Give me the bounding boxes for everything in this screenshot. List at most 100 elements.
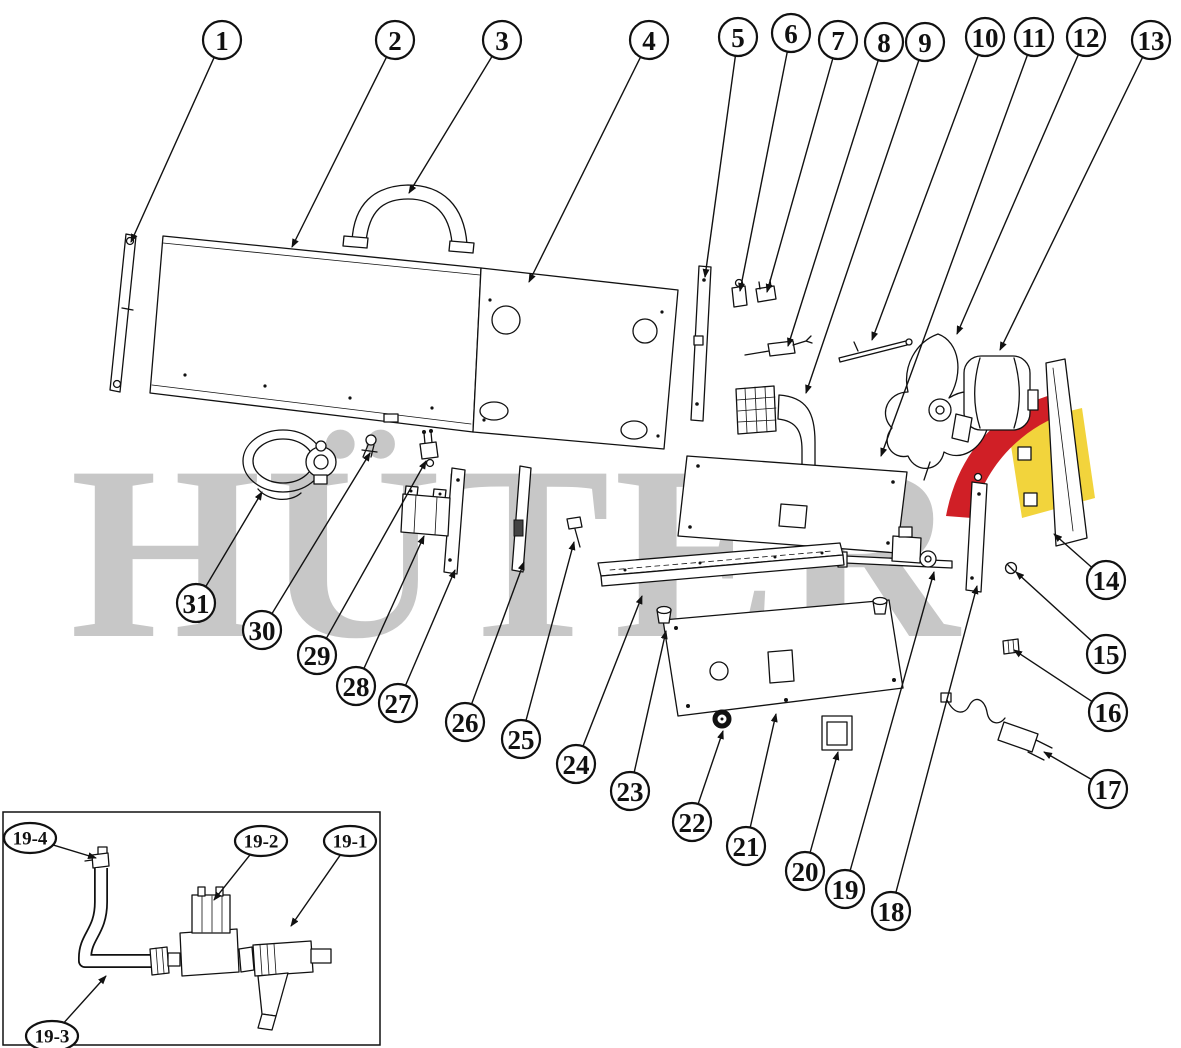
part-7-bracket-small (755, 279, 777, 303)
part-2-housing-panel (149, 235, 482, 433)
callout-bubble (555, 743, 597, 785)
callout-number: 19-3 (35, 1027, 70, 1048)
callout-bubble (233, 824, 289, 858)
callout-bubble (863, 21, 905, 63)
inset-part-19-2-solenoid-valve (179, 886, 240, 977)
callout-number: 31 (183, 589, 210, 619)
part-31-gas-hose (242, 429, 337, 500)
part-29-terminal (419, 429, 439, 468)
callout-number: 7 (831, 26, 845, 56)
callout-number: 19-4 (13, 829, 48, 850)
part-28-mounting-bracket (400, 485, 451, 537)
callout-number: 3 (495, 26, 509, 56)
part-3-handle (342, 184, 475, 254)
part-10-thermocouple-rod (838, 338, 913, 363)
inset-part-coupling-nut (149, 946, 181, 976)
callout-bubble (1130, 19, 1172, 61)
callout-bubble (964, 16, 1006, 58)
callout-number: 10 (972, 23, 999, 53)
callout-number: 1 (215, 26, 229, 56)
callout-number: 22 (679, 808, 706, 838)
inset-box (2, 811, 381, 1046)
callout-25: 25 (500, 541, 576, 760)
callout-24: 24 (555, 595, 643, 785)
callout-1: 1 (130, 19, 243, 243)
callout-10: 10 (871, 16, 1006, 341)
callout-bubble (817, 19, 859, 61)
part-26-strip (511, 465, 532, 573)
callout-bubble (481, 19, 523, 61)
callout-29: 29 (296, 460, 427, 676)
callout-8: 8 (787, 21, 905, 347)
part-23-rubber-caps (656, 596, 888, 624)
callout-number: 29 (304, 641, 331, 671)
callout-number: 19 (832, 875, 859, 905)
callout-number: 21 (733, 832, 760, 862)
inset-callout-19-3: 19-3 (24, 975, 107, 1048)
part-13-motor (951, 355, 1039, 443)
callout-number: 23 (617, 777, 644, 807)
callout-14: 14 (1053, 533, 1127, 601)
inset-part-19-3-hose (78, 868, 152, 968)
callout-bubble (1065, 16, 1107, 58)
callout-bubble (1087, 768, 1129, 810)
callout-number: 6 (784, 19, 798, 49)
callout-bubble (725, 825, 767, 867)
callout-bubble (824, 868, 866, 910)
callout-number: 13 (1138, 26, 1165, 56)
part-22-grommet (712, 709, 732, 729)
callout-number: 26 (452, 708, 479, 738)
callout-11: 11 (880, 16, 1055, 457)
callout-2: 2 (291, 19, 416, 248)
part-4-housing-panel-right (472, 267, 679, 450)
inset-callout-19-4: 19-4 (2, 821, 97, 860)
callout-bubble (24, 1019, 80, 1048)
callout-number: 14 (1093, 566, 1120, 596)
inset-callout-19-1: 19-1 (290, 824, 378, 927)
callout-number: 19-1 (333, 832, 368, 853)
callout-12: 12 (956, 16, 1107, 335)
callout-22: 22 (671, 730, 724, 843)
parts-layer (2, 184, 1088, 1046)
inset-callout-19-2: 19-2 (213, 824, 289, 901)
part-17-power-cord (940, 692, 1053, 761)
callout-23: 23 (609, 630, 668, 812)
callout-bubble (335, 665, 377, 707)
part-25-bolt (566, 516, 583, 548)
inset-part-19-1-regulator (252, 940, 332, 1031)
callout-number: 28 (343, 672, 370, 702)
callout-number: 24 (563, 750, 590, 780)
callout-21: 21 (725, 713, 778, 867)
callout-3: 3 (408, 19, 523, 194)
callout-bubble (374, 19, 416, 61)
callout-6: 6 (738, 12, 812, 292)
callout-bubble (1013, 16, 1055, 58)
callout-13: 13 (999, 19, 1172, 351)
callout-28: 28 (335, 535, 425, 707)
part-11-chamber-panel (677, 455, 908, 554)
callout-number: 8 (877, 28, 891, 58)
part-24-rail-bracket (597, 542, 845, 587)
callout-bubble (770, 12, 812, 54)
callout-27: 27 (377, 569, 456, 724)
callout-bubble (1087, 691, 1129, 733)
callout-bubble (717, 16, 759, 58)
callout-4: 4 (528, 19, 670, 283)
part-15-screw (1004, 561, 1018, 575)
callout-bubble (377, 682, 419, 724)
callout-number: 2 (388, 26, 402, 56)
callout-30: 30 (241, 452, 371, 651)
callout-9: 9 (805, 21, 946, 394)
callout-number: 17 (1095, 775, 1122, 805)
callout-bubble (904, 21, 946, 63)
callout-number: 16 (1095, 698, 1122, 728)
callout-7: 7 (765, 19, 859, 293)
callout-5: 5 (702, 16, 759, 278)
callout-bubble (671, 801, 713, 843)
callout-bubble (609, 770, 651, 812)
part-20-switch-box (821, 715, 853, 751)
callout-bubble (201, 19, 243, 61)
part-21-base-panel (662, 599, 904, 717)
